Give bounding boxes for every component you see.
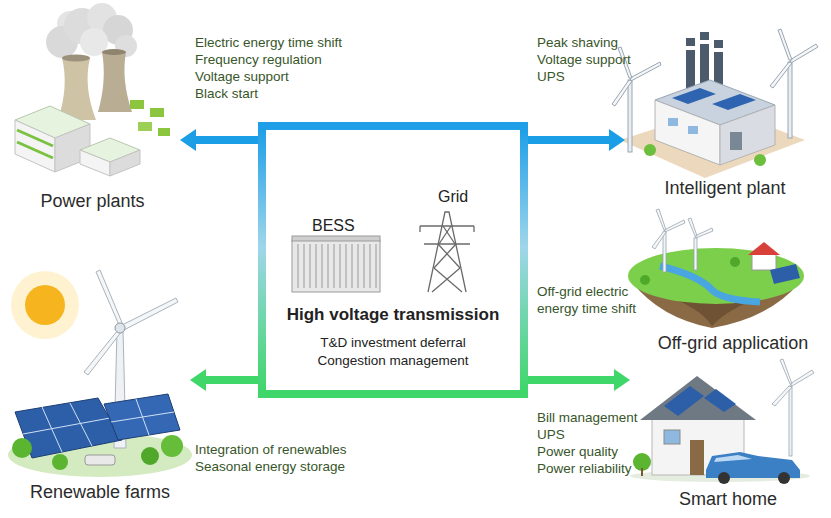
node-label: BESS (312, 217, 355, 235)
feature-label: Power reliability (537, 460, 632, 477)
node-label: T&D investment deferral (320, 334, 466, 352)
application-node: Power plants (5, 5, 180, 212)
feature-label: Voltage support (537, 51, 631, 68)
node-label: Off-grid application (658, 332, 809, 354)
node-label: Renewable farms (30, 481, 170, 503)
node-label: Congestion management (318, 352, 469, 370)
feature-label: Off-grid electric energy time shift (537, 283, 662, 317)
application-node: Renewable farms (10, 265, 190, 503)
feature-label: Power quality (537, 443, 618, 460)
feature-label: Black start (195, 85, 258, 102)
feature-label: Bill management (537, 409, 638, 426)
node-label: High voltage transmission (287, 306, 500, 324)
flow-arrow (180, 129, 258, 151)
flow-arrow (528, 369, 630, 391)
node-label: Intelligent plant (664, 177, 785, 199)
renewable-farm-illustration (8, 270, 192, 477)
intelligent-plant-illustration (612, 29, 818, 178)
feature-label: Seasonal energy storage (195, 458, 345, 475)
feature-label: UPS (537, 68, 565, 85)
node-label: Grid (438, 188, 468, 206)
bess-illustration (292, 236, 380, 292)
feature-label: UPS (537, 426, 565, 443)
power-plant-illustration (15, 3, 170, 176)
smart-home-illustration (630, 359, 814, 484)
application-node: Smart home (630, 360, 826, 510)
feature-label: Frequency regulation (195, 51, 322, 68)
node-label: Power plants (40, 190, 144, 212)
transmission-tower (420, 212, 474, 292)
feature-label: Voltage support (195, 68, 289, 85)
node-label: Smart home (679, 488, 777, 510)
flow-arrow (190, 369, 258, 391)
bess-grid-frame: BESS GridHigh voltage transmissionT&D inv… (258, 122, 528, 398)
application-node: Intelligent plant (625, 15, 825, 199)
off-grid-illustration (628, 209, 804, 328)
feature-label: Peak shaving (537, 34, 618, 51)
flow-arrow (528, 129, 625, 151)
feature-label: Integration of renewables (195, 441, 347, 458)
feature-label: Electric energy time shift (195, 34, 342, 51)
application-node: Off-grid application (640, 210, 826, 354)
